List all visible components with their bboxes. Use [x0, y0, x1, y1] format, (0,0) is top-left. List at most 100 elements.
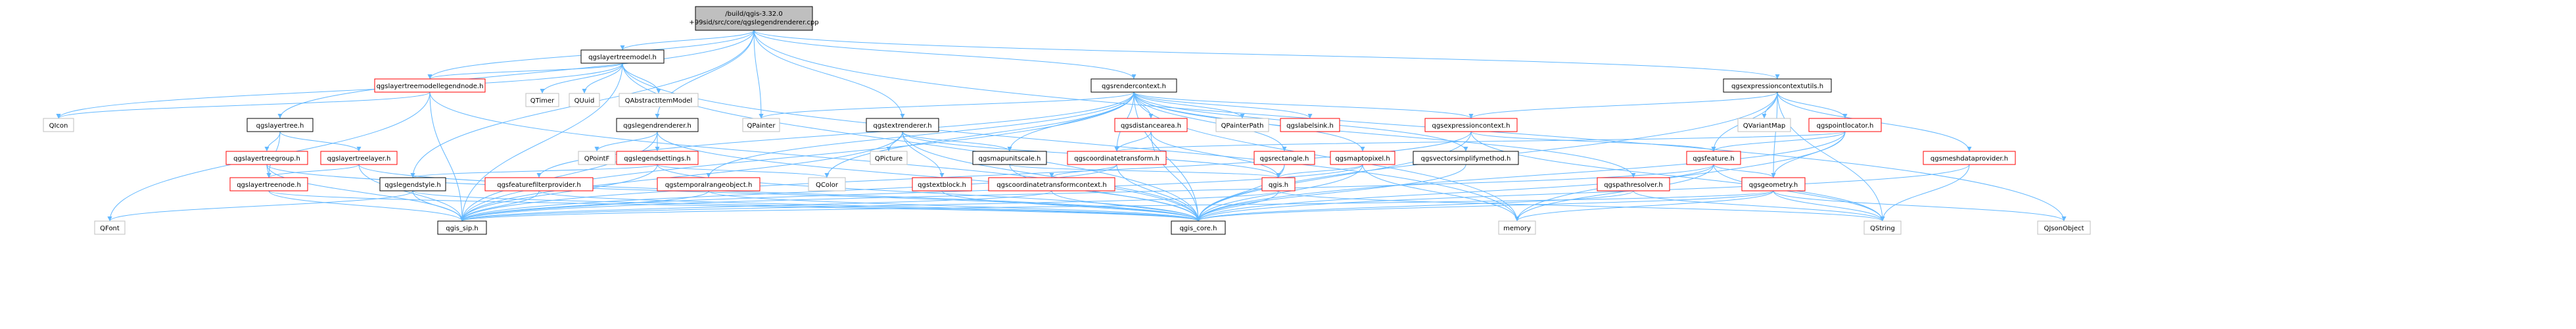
node-qgstemporalrangeobject[interactable]: qgstemporalrangeobject.h	[657, 177, 761, 191]
node-qgslayertreenode[interactable]: qgslayertreenode.h	[229, 177, 308, 191]
include-edge	[1713, 164, 1885, 222]
node-qgslegendsettings[interactable]: qgslegendsettings.h	[616, 151, 699, 165]
node-box	[1737, 118, 1791, 132]
include-edge	[622, 63, 1520, 222]
include-edge	[1133, 91, 1245, 119]
node-QAbstractItemModel: QAbstractItemModel	[619, 93, 699, 107]
node-label: qgscoordinatetransformcontext.h	[996, 182, 1106, 189]
node-qgslayertreelayer[interactable]: qgslayertreelayer.h	[320, 151, 398, 165]
include-edge	[1150, 131, 1201, 222]
node-label: QPainter	[747, 122, 776, 130]
node-box	[94, 220, 126, 235]
include-edge	[268, 190, 1201, 222]
node-qgsfeaturefilterprovider[interactable]: qgsfeaturefilterprovider.h	[484, 177, 594, 191]
node-qgsdistancearea[interactable]: qgsdistancearea.h	[1114, 118, 1188, 132]
node-box	[1863, 220, 1902, 235]
node-box	[320, 151, 398, 165]
node-qgsexpressioncontext[interactable]: qgsexpressioncontext.h	[1424, 118, 1518, 132]
node-qgsmapunitscale[interactable]: qgsmapunitscale.h	[972, 151, 1047, 165]
include-edge	[459, 190, 1279, 222]
node-qgslegendrenderer[interactable]: qgslegendrenderer.h	[616, 118, 699, 132]
node-qgstextblock[interactable]: qgstextblock.h	[912, 177, 972, 191]
include-edge	[759, 91, 1135, 119]
node-label: qgis_core.h	[1180, 225, 1217, 232]
node-QPicture: QPicture	[870, 151, 908, 165]
include-edge	[1009, 164, 1281, 178]
node-qgslayertree[interactable]: qgslayertree.h	[246, 118, 314, 132]
include-edge	[1133, 91, 1474, 119]
node-box	[1597, 177, 1670, 191]
node-qgsrectangle[interactable]: qgsrectangle.h	[1253, 151, 1315, 165]
node-label: qgslayertree.h	[256, 122, 304, 130]
include-edge	[1468, 91, 1778, 119]
node-box	[695, 6, 813, 31]
node-qgis_sip[interactable]: qgis_sip.h	[437, 220, 487, 235]
node-QColor: QColor	[808, 177, 846, 191]
node-qgslayertreemodellegendnode[interactable]: qgslayertreemodellegendnode.h	[374, 78, 486, 93]
include-edge	[1633, 190, 1885, 222]
node-box	[1723, 78, 1832, 93]
node-qgsmeshdataprovider[interactable]: qgsmeshdataprovider.h	[1923, 151, 2016, 165]
node-label: qgslayertreemodellegendnode.h	[377, 83, 484, 90]
node-qgsfeature[interactable]: qgsfeature.h	[1686, 151, 1741, 165]
node-qgscoordinatetransform[interactable]: qgscoordinatetransform.h	[1067, 151, 1167, 165]
node-qgsexpressioncontextutils[interactable]: qgsexpressioncontextutils.h	[1723, 78, 1832, 93]
node-box	[374, 78, 486, 93]
include-edge	[1880, 164, 1970, 222]
include-edge	[1514, 164, 1714, 222]
include-edge	[824, 91, 1135, 178]
node-qgspathresolver[interactable]: qgspathresolver.h	[1597, 177, 1670, 191]
include-edge	[459, 131, 903, 222]
include-edge	[1773, 190, 2067, 222]
node-box	[1253, 151, 1315, 165]
node-label: memory	[1503, 225, 1531, 232]
include-edge	[56, 63, 623, 119]
node-label: qgsdistancearea.h	[1121, 122, 1181, 130]
node-box	[870, 151, 908, 165]
node-qgstextrenderer[interactable]: qgstextrenderer.h	[866, 118, 939, 132]
node-qgsmaptopixel[interactable]: qgsmaptopixel.h	[1330, 151, 1395, 165]
include-edge	[459, 164, 658, 222]
include-edge	[412, 190, 1201, 222]
node-label: QTimer	[530, 97, 555, 105]
include-edge	[1196, 164, 1970, 222]
node-label: QPainterPath	[1221, 122, 1264, 130]
node-qgis_core[interactable]: qgis_core.h	[1171, 220, 1226, 235]
node-qgspointlocator[interactable]: qgspointlocator.h	[1808, 118, 1882, 132]
include-edge	[429, 91, 465, 222]
node-box	[43, 118, 74, 132]
node-root[interactable]: /build/qgis-3.32.0+99sid/src/core/qgsleg…	[689, 6, 819, 31]
include-edge	[753, 30, 764, 119]
node-box	[1090, 78, 1177, 93]
include-edge	[1133, 91, 1520, 222]
node-qgsvectorsimplifymethod[interactable]: qgsvectorsimplifymethod.h	[1413, 151, 1519, 165]
node-qgslabelsink[interactable]: qgslabelsink.h	[1280, 118, 1340, 132]
node-qgslegendstyle[interactable]: qgslegendstyle.h	[379, 177, 446, 191]
node-qgscoordinatetransformcontext[interactable]: qgscoordinatetransformcontext.h	[988, 177, 1115, 191]
node-qgslayertreemodel[interactable]: qgslayertreemodel.h	[580, 49, 665, 64]
node-label: qgsmapunitscale.h	[979, 155, 1041, 163]
include-edge	[427, 63, 623, 80]
include-edge	[1771, 91, 1778, 178]
include-edge	[459, 164, 1714, 222]
include-edge	[902, 131, 1012, 152]
node-label: qgsmaptopixel.h	[1335, 155, 1390, 163]
node-box	[1808, 118, 1882, 132]
node-qgsgeometry[interactable]: qgsgeometry.h	[1741, 177, 1806, 191]
node-qgslayertreegroup[interactable]: qgslayertreegroup.h	[225, 151, 308, 165]
include-edge	[657, 164, 1201, 222]
node-box	[1261, 177, 1296, 191]
include-edge	[622, 63, 661, 94]
node-label: QJsonObject	[2044, 225, 2084, 232]
node-QIcon: QIcon	[43, 118, 74, 132]
dependency-nodes: /build/qgis-3.32.0+99sid/src/core/qgsleg…	[43, 6, 2091, 235]
node-label: QString	[1870, 225, 1895, 232]
node-label: QColor	[816, 182, 839, 189]
include-edge	[277, 30, 755, 119]
node-qgis[interactable]: qgis.h	[1261, 177, 1296, 191]
include-edge	[1777, 91, 1848, 119]
node-qgsrendercontext[interactable]: qgsrendercontext.h	[1090, 78, 1177, 93]
include-edge	[1133, 91, 1636, 178]
node-QPointF: QPointF	[578, 151, 616, 165]
